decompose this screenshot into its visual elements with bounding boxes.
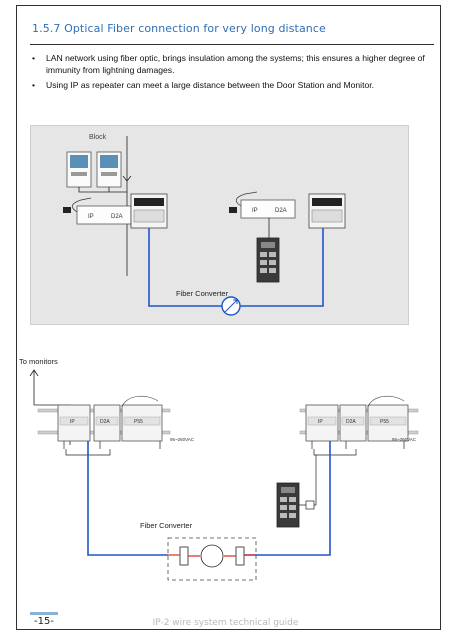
fiber-converter-label: Fiber Converter xyxy=(176,289,229,298)
block-label: Block xyxy=(89,134,107,141)
fiber-coil-icon xyxy=(221,296,241,316)
ip-label: IP xyxy=(252,208,258,214)
section-heading: 1.5.7 Optical Fiber connection for very … xyxy=(32,22,326,35)
diagram-repeater-drawing: IP D2A P55 IP D2A P55 xyxy=(29,369,419,581)
diagram-block-drawing: IP D2A IP D2A xyxy=(63,136,346,316)
ip-label: IP xyxy=(318,419,323,425)
bullet-text: Using IP as repeater can meet a large di… xyxy=(46,80,375,90)
bullet-text: LAN network using fiber optic, brings in… xyxy=(46,53,425,75)
fiber-coil-icon xyxy=(200,544,224,568)
ip-label: IP xyxy=(88,214,94,220)
p55-module: P55 xyxy=(121,395,163,442)
ip-module: IP xyxy=(57,404,91,442)
p55-module: P55 xyxy=(367,395,409,442)
d2a-label: D2A xyxy=(275,208,287,214)
fiber-converter-box xyxy=(167,537,257,581)
d2a-label: D2A xyxy=(100,419,110,425)
monitor-icon xyxy=(66,151,92,188)
ip-d2a-unit: IP D2A xyxy=(63,197,132,225)
ip-label: IP xyxy=(70,419,75,425)
bullet-item: • Using IP as repeater can meet a large … xyxy=(30,79,434,91)
heading-rule xyxy=(30,44,434,45)
fiber-converter-box xyxy=(130,193,168,229)
bullet-dot: • xyxy=(32,53,36,63)
fiber-converter-box xyxy=(308,193,346,229)
fiber-converter-label: Fiber Converter xyxy=(140,521,193,530)
door-station-icon xyxy=(276,455,317,528)
ip-d2a-unit: IP D2A xyxy=(229,191,296,219)
monitor-icon xyxy=(96,151,122,188)
bullet-dot: • xyxy=(32,80,36,90)
d2a-module: D2A xyxy=(93,404,121,442)
ip-module: IP xyxy=(305,404,339,442)
d2a-label: D2A xyxy=(111,214,123,220)
ac-voltage-label: 95~260VAC xyxy=(170,437,195,442)
d2a-module: D2A xyxy=(339,404,367,442)
diagram-block-topology: Block IP D2A xyxy=(30,125,409,325)
to-monitors-label: To monitors xyxy=(19,357,58,366)
ac-voltage-label: 95~260VAC xyxy=(392,437,417,442)
page-number: -15- xyxy=(30,612,58,627)
bullet-list: • LAN network using fiber optic, brings … xyxy=(30,52,434,94)
bullet-item: • LAN network using fiber optic, brings … xyxy=(30,52,434,76)
p55-label: P55 xyxy=(134,419,143,425)
door-station-icon xyxy=(256,218,280,283)
footer-title: IP-2 wire system technical guide xyxy=(152,618,299,628)
p55-label: P55 xyxy=(380,419,389,425)
page-border xyxy=(16,5,441,630)
d2a-label: D2A xyxy=(346,419,356,425)
